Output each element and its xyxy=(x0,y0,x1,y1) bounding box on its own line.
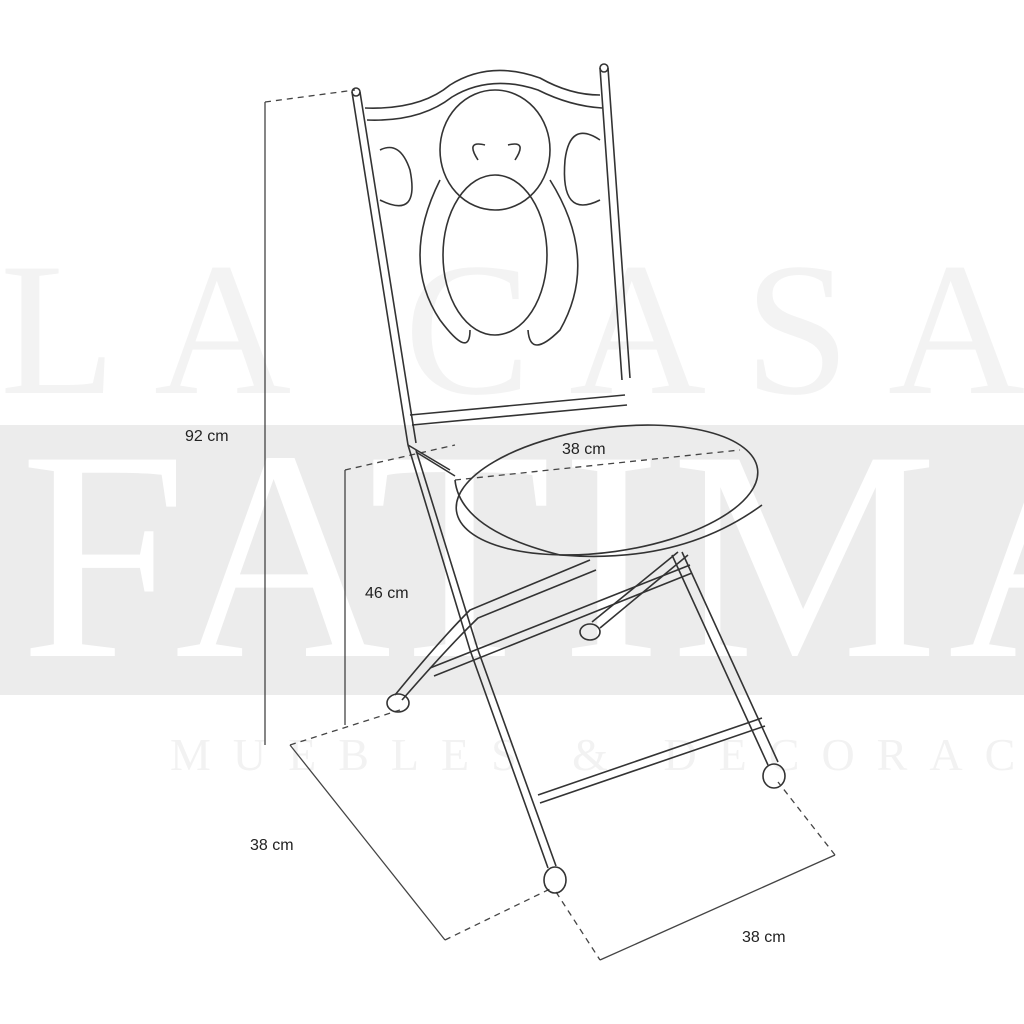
chair-legs xyxy=(386,444,786,894)
foot xyxy=(386,693,410,713)
watermark-band xyxy=(0,425,1024,695)
seat-height-label: 46 cm xyxy=(365,585,409,602)
dimension-lines xyxy=(264,89,836,961)
depth-label: 38 cm xyxy=(250,837,294,854)
total-height-label: 92 cm xyxy=(185,428,229,445)
watermark-brand-line2: FATIMA xyxy=(20,389,1024,721)
chair-seat xyxy=(407,424,763,558)
foot xyxy=(543,866,567,894)
width-label: 38 cm xyxy=(742,929,786,946)
foot xyxy=(762,763,786,789)
foot xyxy=(579,623,601,641)
chair-back xyxy=(351,63,631,446)
seat-diameter-label: 38 cm xyxy=(562,441,606,458)
